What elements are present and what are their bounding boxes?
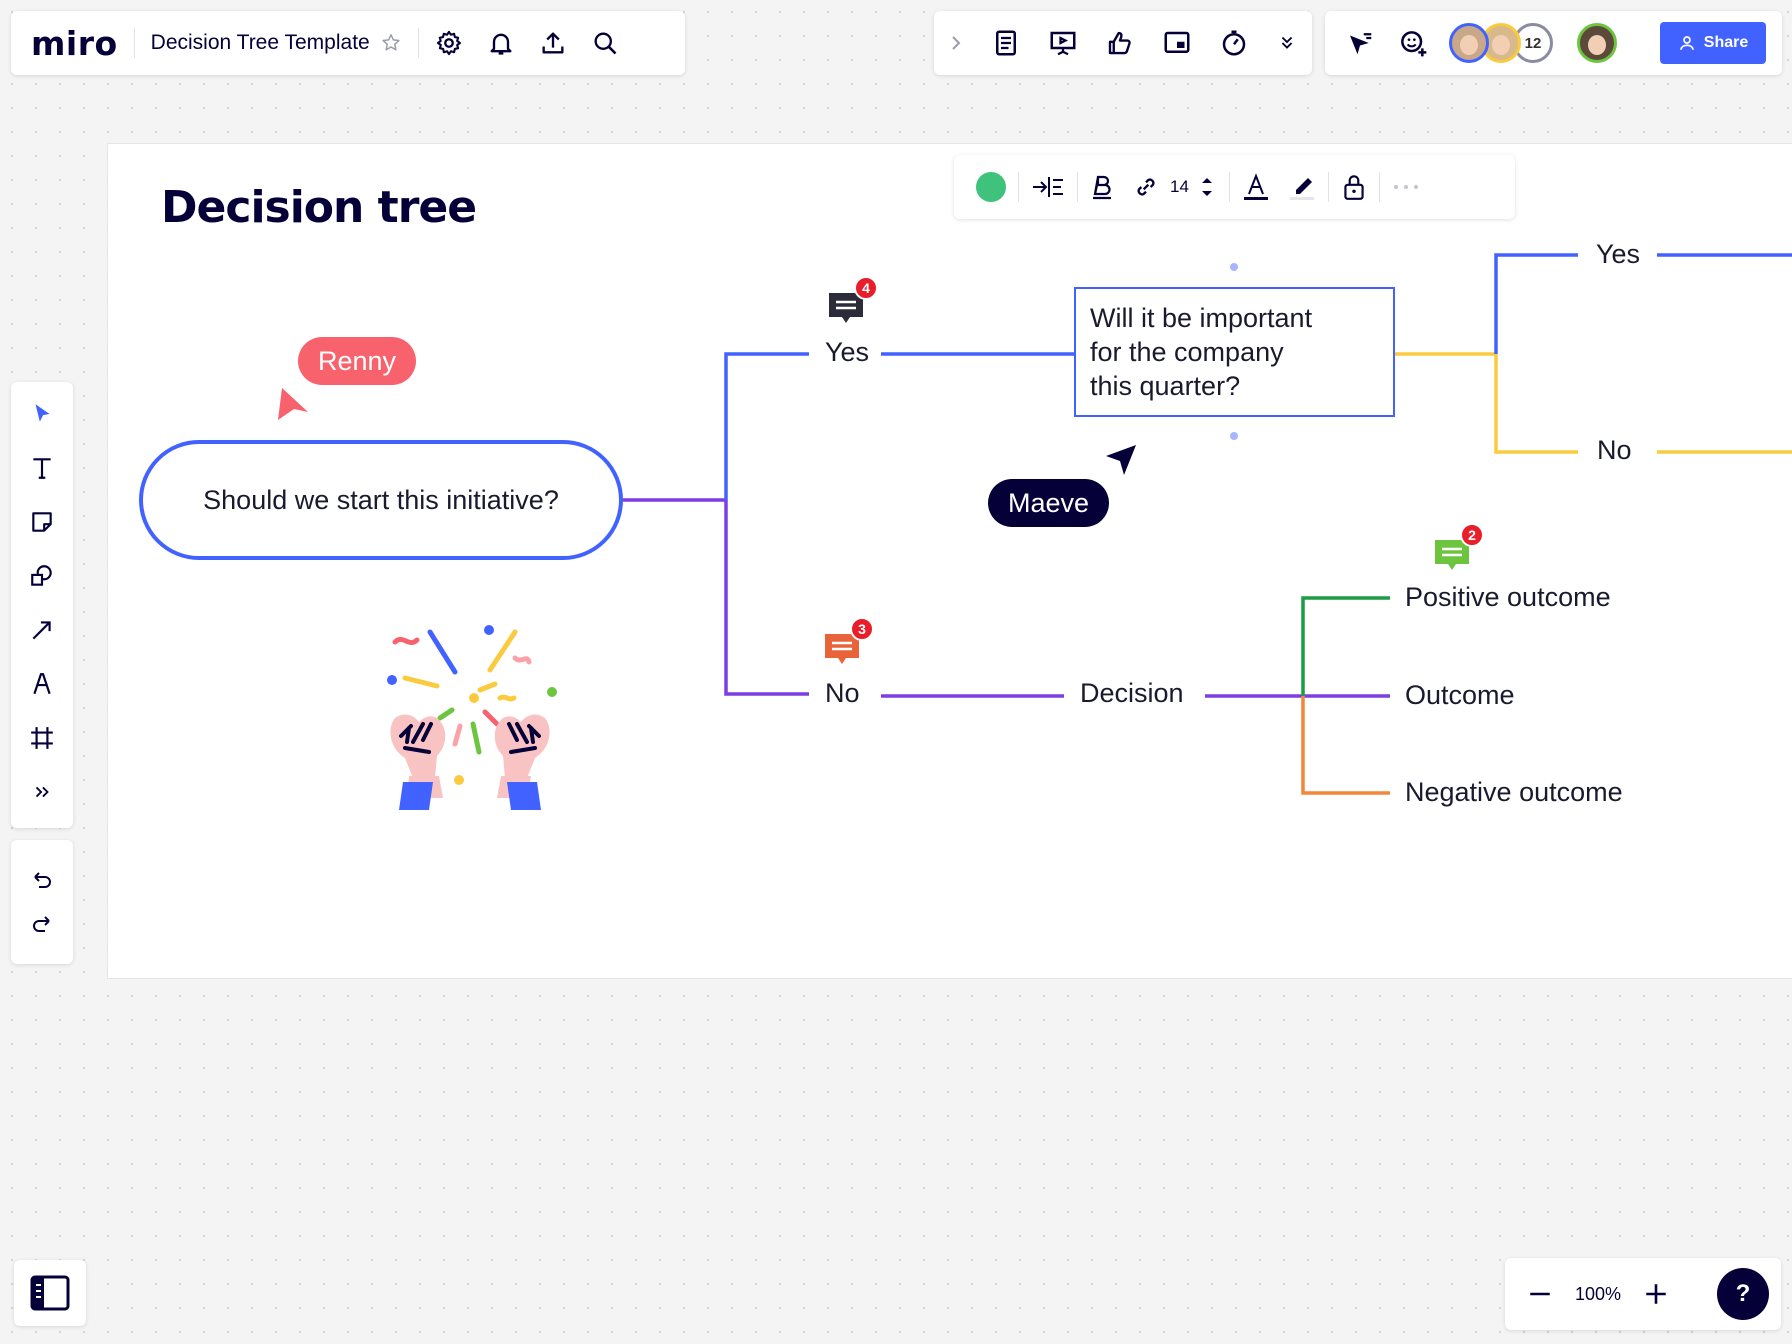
thumbs-up-icon[interactable] bbox=[1105, 28, 1135, 58]
history-toolbar bbox=[11, 840, 73, 964]
question-line: for the company bbox=[1090, 337, 1284, 367]
screen-share-icon[interactable] bbox=[1162, 28, 1192, 58]
star-icon[interactable] bbox=[380, 32, 402, 54]
cursor-arrow-icon bbox=[278, 388, 308, 420]
fill-color-swatch[interactable] bbox=[976, 172, 1006, 202]
avatar[interactable] bbox=[1449, 23, 1489, 63]
creation-toolbar bbox=[11, 382, 73, 828]
board-frame[interactable] bbox=[107, 143, 1792, 979]
bold-icon[interactable] bbox=[1090, 173, 1114, 201]
divider bbox=[1327, 172, 1329, 202]
cursor-label-maeve: Maeve bbox=[988, 479, 1110, 527]
gear-icon[interactable] bbox=[435, 29, 463, 57]
help-button[interactable]: ? bbox=[1717, 1268, 1769, 1320]
label-no[interactable]: No bbox=[825, 678, 860, 708]
resize-handle[interactable] bbox=[1230, 432, 1238, 440]
more-tools-icon[interactable] bbox=[24, 774, 60, 810]
upload-icon[interactable] bbox=[539, 29, 567, 57]
link-icon[interactable] bbox=[1132, 173, 1160, 201]
text-color-icon[interactable] bbox=[1242, 172, 1270, 202]
pen-icon[interactable] bbox=[24, 666, 60, 702]
label-no-secondary[interactable]: No bbox=[1597, 435, 1632, 465]
label-yes-secondary[interactable]: Yes bbox=[1596, 239, 1641, 269]
celebration-illustration[interactable] bbox=[365, 618, 575, 810]
board-title[interactable]: Decision Tree Template bbox=[150, 31, 370, 54]
zoom-out-icon[interactable] bbox=[1527, 1281, 1553, 1307]
divider bbox=[1077, 172, 1078, 202]
resize-handle[interactable] bbox=[1230, 263, 1238, 271]
share-toolbar: 12 Share bbox=[1325, 11, 1782, 75]
cursor-name: Renny bbox=[318, 345, 397, 376]
label-yes[interactable]: Yes bbox=[825, 337, 870, 367]
comment-icon bbox=[825, 634, 859, 664]
miro-logo[interactable]: miro bbox=[31, 23, 118, 63]
bell-icon[interactable] bbox=[487, 29, 515, 57]
collaboration-toolbar bbox=[934, 11, 1312, 75]
cursor-follow-icon[interactable] bbox=[1345, 28, 1375, 58]
cursor-name: Maeve bbox=[1008, 487, 1090, 518]
text-icon[interactable] bbox=[24, 450, 60, 486]
comment-count-badge: 2 bbox=[1460, 523, 1484, 547]
font-size-value[interactable]: 14 bbox=[1170, 177, 1189, 196]
divider bbox=[1228, 172, 1230, 202]
label-negative-outcome[interactable]: Negative outcome bbox=[1405, 777, 1623, 807]
start-node-text: Should we start this initiative? bbox=[203, 484, 559, 515]
comment-marker[interactable]: 3 bbox=[822, 617, 874, 667]
presentation-icon[interactable] bbox=[1048, 28, 1078, 58]
sticky-note-icon[interactable] bbox=[24, 504, 60, 540]
comment-icon bbox=[829, 293, 863, 323]
frame-icon[interactable] bbox=[24, 720, 60, 756]
cursor-arrow-icon bbox=[1106, 445, 1136, 475]
arrow-icon[interactable] bbox=[24, 612, 60, 648]
question-line: this quarter? bbox=[1090, 371, 1241, 401]
label-decision[interactable]: Decision bbox=[1080, 678, 1184, 708]
question-line: Will it be important bbox=[1090, 303, 1313, 333]
align-icon[interactable] bbox=[1031, 173, 1065, 201]
lock-icon[interactable] bbox=[1341, 172, 1367, 202]
divider bbox=[417, 28, 419, 58]
format-toolbar: 14 bbox=[954, 155, 1515, 219]
start-node[interactable]: Should we start this initiative? bbox=[139, 440, 623, 560]
cursor-label-renny: Renny bbox=[298, 337, 417, 385]
question-node[interactable]: Will it be important for the company thi… bbox=[1074, 287, 1395, 417]
select-icon[interactable] bbox=[24, 396, 60, 432]
redo-icon[interactable] bbox=[28, 912, 56, 936]
search-icon[interactable] bbox=[591, 29, 619, 57]
zoom-in-icon[interactable] bbox=[1643, 1281, 1669, 1307]
share-label: Share bbox=[1703, 34, 1749, 51]
zoom-level[interactable]: 100% bbox=[1575, 1283, 1622, 1304]
more-chevrons-icon[interactable] bbox=[1276, 32, 1298, 54]
zoom-controls: 100% ? bbox=[1505, 1258, 1781, 1330]
notes-icon[interactable] bbox=[991, 28, 1021, 58]
frame-title[interactable]: Decision tree bbox=[161, 182, 477, 233]
comment-marker[interactable]: 4 bbox=[826, 276, 878, 326]
divider bbox=[133, 28, 135, 58]
top-left-bar: miro Decision Tree Template bbox=[11, 11, 685, 75]
sidebar-icon bbox=[30, 1275, 70, 1311]
label-outcome[interactable]: Outcome bbox=[1405, 680, 1515, 710]
divider bbox=[1378, 172, 1380, 202]
comment-count-badge: 4 bbox=[854, 276, 878, 300]
user-icon bbox=[1679, 36, 1694, 50]
undo-icon[interactable] bbox=[28, 868, 56, 892]
more-options-icon[interactable] bbox=[1392, 182, 1420, 192]
timer-icon[interactable] bbox=[1219, 28, 1249, 58]
highlight-icon[interactable] bbox=[1288, 172, 1316, 202]
font-size-stepper-icon[interactable] bbox=[1197, 172, 1217, 202]
share-button[interactable]: Share bbox=[1660, 22, 1766, 64]
reaction-add-icon[interactable] bbox=[1397, 27, 1429, 59]
divider bbox=[1018, 172, 1019, 202]
board-panel-toggle[interactable] bbox=[14, 1260, 86, 1326]
chevron-right-icon[interactable] bbox=[948, 32, 964, 54]
shapes-icon[interactable] bbox=[24, 558, 60, 594]
comment-marker[interactable]: 2 bbox=[1432, 523, 1484, 573]
avatar[interactable] bbox=[1577, 23, 1617, 63]
comment-icon bbox=[1435, 540, 1469, 570]
label-positive-outcome[interactable]: Positive outcome bbox=[1405, 582, 1611, 612]
comment-count-badge: 3 bbox=[850, 617, 874, 641]
